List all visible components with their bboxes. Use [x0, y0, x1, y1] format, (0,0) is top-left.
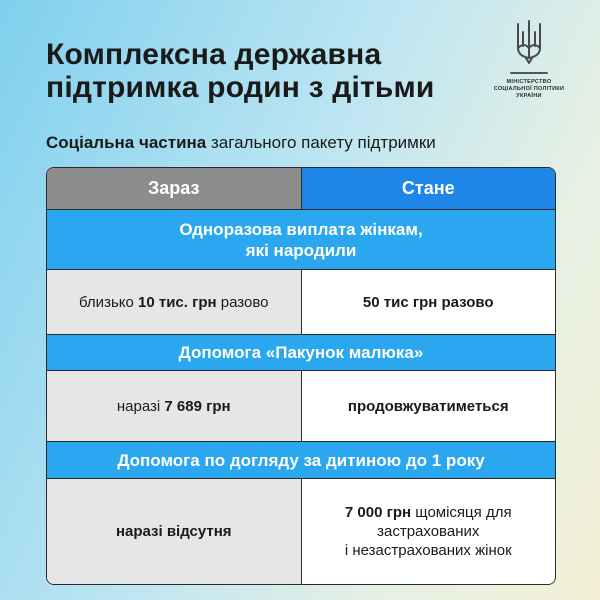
cell-will-amount: 7 000 грн	[344, 504, 412, 521]
logo-divider	[510, 72, 548, 74]
column-header-now: Зараз	[47, 168, 302, 209]
cell-now-prefix: близько	[79, 293, 138, 311]
ministry-name: МІНІСТЕРСТВО СОЦІАЛЬНОЇ ПОЛІТИКИ УКРАЇНИ	[486, 79, 572, 100]
section-title-line-2: які народили	[245, 240, 357, 260]
cell-now: наразі відсутня	[47, 479, 302, 584]
subtitle-rest: загального пакету підтримки	[206, 133, 436, 152]
cell-now: близько 10 тис. грн разово	[47, 270, 302, 334]
cell-will: 7 000 грн щомісяця для застрахованих і н…	[301, 479, 555, 584]
section-title-line-1: Допомога по догляду за дитиною до 1 року	[117, 450, 485, 470]
cell-will-line-2: застрахованих	[377, 523, 480, 540]
cell-will-line-1: 7 000 грн щомісяця для	[345, 503, 512, 522]
cell-now-text: наразі відсутня	[115, 523, 232, 540]
support-table: Зараз Стане Одноразова виплата жінкам, я…	[46, 167, 556, 585]
cell-now-text: наразі 7 689 грн	[117, 397, 231, 416]
title-line-2: підтримка родин з дітьми	[46, 71, 435, 104]
table-header: Зараз Стане	[47, 168, 555, 209]
table-row: близько 10 тис. грн разово 50 тис грн ра…	[47, 269, 555, 334]
cell-now-amount: 10 тис. грн	[138, 293, 217, 311]
cell-now-amount: 7 689 грн	[164, 397, 231, 415]
page-title: Комплексна державна підтримка родин з ді…	[46, 38, 466, 104]
cell-will: продовжуватиметься	[301, 371, 555, 441]
cell-will-line-3: і незастрахованих жінок	[344, 542, 512, 559]
column-header-will: Стане	[301, 168, 555, 209]
section-title-one-time-payment: Одноразова виплата жінкам, які народили	[47, 209, 555, 269]
cell-now-suffix: разово	[216, 293, 269, 311]
section-title-line-1: Допомога «Пакунок малюка»	[178, 343, 424, 362]
cell-now-text: близько 10 тис. грн разово	[79, 293, 268, 312]
table-row: наразі 7 689 грн продовжуватиметься	[47, 370, 555, 441]
ministry-name-line-3: УКРАЇНИ	[516, 93, 542, 99]
subtitle: Соціальна частина загального пакету підт…	[46, 132, 566, 154]
section-title-baby-package: Допомога «Пакунок малюка»	[47, 334, 555, 370]
trident-icon	[517, 20, 541, 64]
cell-will-text: 50 тис грн разово	[362, 293, 494, 311]
ministry-name-line-2: СОЦІАЛЬНОЇ ПОЛІТИКИ	[493, 86, 565, 92]
subtitle-bold: Соціальна частина	[46, 133, 207, 152]
section-title-childcare-allowance: Допомога по догляду за дитиною до 1 року	[47, 441, 555, 478]
ministry-name-line-1: МІНІСТЕРСТВО	[506, 79, 552, 85]
cell-will: 50 тис грн разово	[301, 270, 555, 334]
ministry-logo: МІНІСТЕРСТВО СОЦІАЛЬНОЇ ПОЛІТИКИ УКРАЇНИ	[486, 18, 572, 118]
table-row: наразі відсутня 7 000 грн щомісяця для з…	[47, 478, 555, 584]
cell-will-text: продовжуватиметься	[347, 397, 509, 415]
cell-now-prefix: наразі	[116, 397, 165, 415]
title-line-1: Комплексна державна	[46, 38, 382, 71]
cell-now: наразі 7 689 грн	[47, 371, 302, 441]
cell-will-rest: щомісяця для	[411, 504, 512, 521]
section-title-line-1: Одноразова виплата жінкам,	[179, 219, 423, 239]
